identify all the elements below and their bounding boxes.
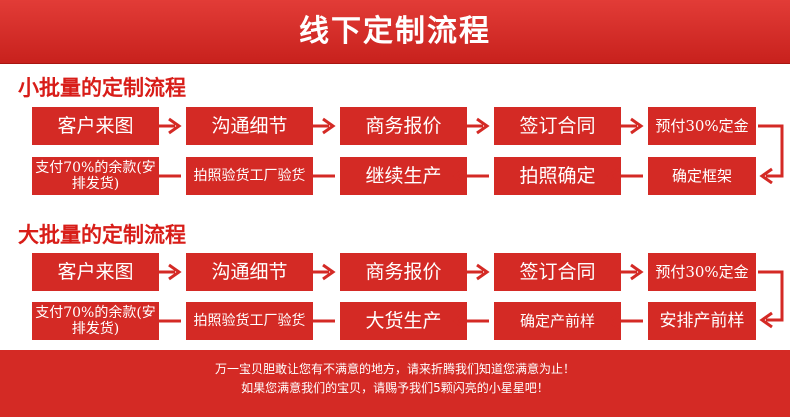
small-step-5: 预付30%定金 [648, 107, 756, 145]
large-step-10: 支付70%的余款(安排发货) [32, 302, 159, 340]
footer-line-1: 万一宝贝胆敢让您有不满意的地方，请来折腾我们知道您满意为止！ [214, 362, 575, 376]
arrow-left-icon [297, 166, 337, 186]
arrow-left-icon [143, 311, 183, 331]
arrow-left-icon [605, 311, 645, 331]
arrow-right-icon [143, 262, 183, 282]
arrow-right-icon [605, 262, 645, 282]
large-step-3: 商务报价 [340, 253, 467, 291]
small-step-9: 拍照验货工厂验货 [186, 157, 313, 195]
title-banner: 线下定制流程 [0, 0, 790, 64]
footer-banner: 万一宝贝胆敢让您有不满意的地方，请来折腾我们知道您满意为止！ 如果您满意我们的宝… [0, 350, 790, 417]
arrow-right-icon [451, 116, 491, 136]
arrow-right-icon [297, 116, 337, 136]
small-batch-title: 小批量的定制流程 [18, 76, 186, 100]
arrow-right-icon [297, 262, 337, 282]
arrow-right-icon [143, 116, 183, 136]
arrow-left-icon [451, 311, 491, 331]
large-batch-title: 大批量的定制流程 [18, 223, 186, 247]
arrow-left-icon [143, 166, 183, 186]
arrow-left-icon [451, 166, 491, 186]
small-step-1: 客户来图 [32, 107, 159, 145]
large-step-8: 大货生产 [340, 302, 467, 340]
arrow-left-icon [605, 166, 645, 186]
small-step-2: 沟通细节 [186, 107, 313, 145]
arrow-right-icon [451, 262, 491, 282]
large-step-1: 客户来图 [32, 253, 159, 291]
page-title: 线下定制流程 [299, 14, 491, 49]
small-step-4: 签订合同 [494, 107, 621, 145]
large-step-4: 签订合同 [494, 253, 621, 291]
small-step-10: 支付70%的余款(安排发货) [32, 157, 159, 195]
small-step-3: 商务报价 [340, 107, 467, 145]
footer-line-2: 如果您满意我们的宝贝，请赐予我们5颗闪亮的小星星吧！ [241, 381, 549, 395]
large-step-5: 预付30%定金 [648, 253, 756, 291]
small-step-8: 继续生产 [340, 157, 467, 195]
large-step-9: 拍照验货工厂验货 [186, 302, 313, 340]
arrow-turn-icon [752, 124, 790, 184]
arrow-left-icon [297, 311, 337, 331]
large-step-7: 确定产前样 [494, 302, 621, 340]
small-step-7: 拍照确定 [494, 157, 621, 195]
large-step-2: 沟通细节 [186, 253, 313, 291]
arrow-turn-icon [752, 270, 790, 330]
arrow-right-icon [605, 116, 645, 136]
small-step-6: 确定框架 [648, 157, 756, 195]
large-step-6: 安排产前样 [648, 302, 756, 340]
